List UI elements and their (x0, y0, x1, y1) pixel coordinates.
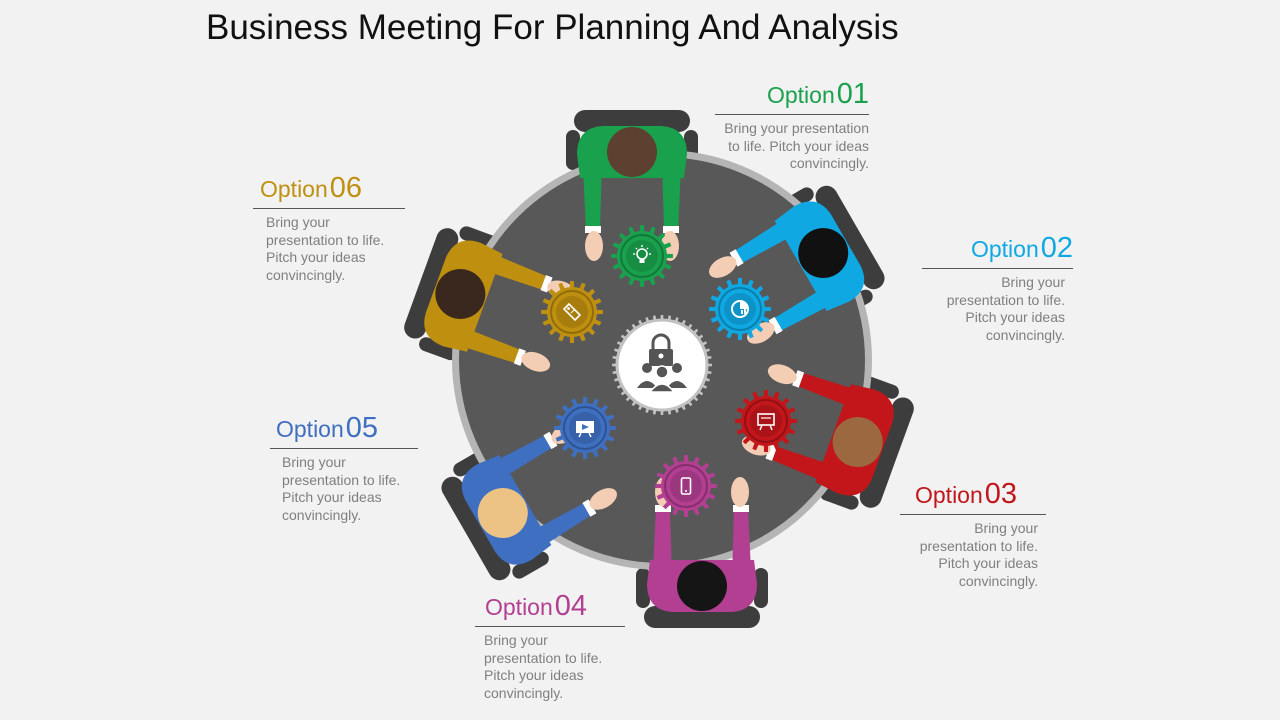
option-05-gear (554, 397, 616, 459)
person-head (832, 417, 883, 468)
option-06-word: Option (260, 176, 328, 202)
option-03-word: Option (915, 482, 983, 508)
person-head (677, 561, 727, 611)
padlock-people-icon (637, 333, 687, 393)
option-06-number: 06 (329, 172, 363, 204)
mobile-phone-icon (680, 477, 692, 495)
person-head (477, 488, 528, 538)
seated-person (424, 240, 577, 372)
option-05-callout: Option 05 Bring your presentation to lif… (270, 412, 418, 524)
option-02-word: Option (970, 236, 1039, 262)
option-01-gear (611, 225, 673, 287)
option-03-heading: Option 03 (900, 478, 1046, 511)
option-02-heading: Option 02 (922, 232, 1073, 265)
slide-title: Business Meeting For Planning And Analys… (206, 8, 899, 47)
option-05-number: 05 (345, 412, 379, 444)
person-head (435, 268, 486, 319)
option-06-callout: Option 06 Bring your presentation to lif… (253, 172, 405, 284)
option-05-divider (270, 448, 418, 449)
seated-person (741, 364, 894, 496)
seated-person (577, 126, 687, 261)
option-01-callout: Option 01 Bring your presentation to lif… (715, 78, 869, 173)
option-02-gear (709, 278, 771, 340)
option-01-description: Bring your presentation to life. Pitch y… (724, 120, 869, 171)
option-01-heading: Option 01 (715, 78, 869, 111)
option-04-divider (475, 626, 625, 627)
option-02-divider (922, 268, 1073, 269)
option-06-divider (253, 208, 405, 209)
price-tag-icon (562, 302, 582, 322)
option-02-number: 02 (1040, 232, 1073, 264)
seated-person (647, 477, 757, 612)
person-head (798, 228, 849, 278)
option-04-callout: Option 04 Bring your presentation to lif… (475, 590, 625, 702)
option-03-divider (900, 514, 1046, 515)
option-01-word: Option (766, 82, 835, 108)
option-03-number: 03 (984, 478, 1018, 510)
option-04-word: Option (485, 594, 553, 620)
option-06-description: Bring your presentation to life. Pitch y… (266, 214, 385, 283)
center-gear (612, 315, 712, 415)
option-04-gear (655, 455, 717, 517)
option-01-number: 01 (836, 78, 869, 110)
option-04-description: Bring your presentation to life. Pitch y… (484, 632, 603, 701)
option-03-callout: Option 03 Bring your presentation to lif… (900, 478, 1046, 590)
option-02-description: Bring your presentation to life. Pitch y… (946, 274, 1065, 343)
option-05-description: Bring your presentation to life. Pitch y… (282, 454, 401, 523)
option-04-number: 04 (554, 590, 588, 622)
video-play-icon (576, 421, 594, 438)
option-03-description: Bring your presentation to life. Pitch y… (919, 520, 1038, 589)
option-03-gear (735, 390, 797, 452)
option-02-callout: Option 02 Bring your presentation to lif… (922, 232, 1073, 344)
seated-person (709, 201, 865, 344)
pie-chart-icon (731, 300, 749, 318)
option-06-heading: Option 06 (253, 172, 405, 205)
person-head (607, 127, 657, 177)
option-05-word: Option (276, 416, 344, 442)
option-05-heading: Option 05 (270, 412, 418, 445)
option-04-heading: Option 04 (475, 590, 625, 623)
lightbulb-icon (633, 245, 651, 263)
presentation-board-icon (757, 413, 775, 431)
option-01-divider (715, 114, 869, 115)
option-06-gear (541, 281, 603, 343)
